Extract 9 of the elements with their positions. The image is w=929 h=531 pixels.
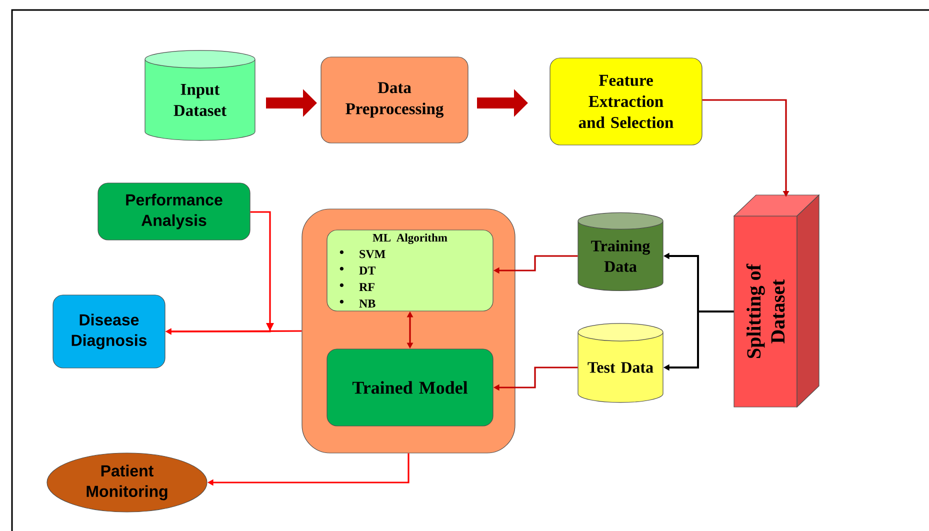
algorithm-box: ML Algorithm SVM DT RF NB bbox=[326, 230, 494, 312]
process-box: Disease Diagnosis bbox=[52, 294, 166, 368]
database-cylinder: Training Data bbox=[578, 212, 664, 292]
database-cylinder: Input Dataset bbox=[144, 50, 256, 141]
process-box: Trained Model bbox=[326, 348, 494, 426]
database-cylinder: Test Data bbox=[578, 323, 664, 403]
process-box: Performance Analysis bbox=[98, 182, 250, 240]
process-box: Feature Extraction and Selection bbox=[550, 58, 702, 146]
process-box: Data Preprocessing bbox=[320, 56, 468, 144]
